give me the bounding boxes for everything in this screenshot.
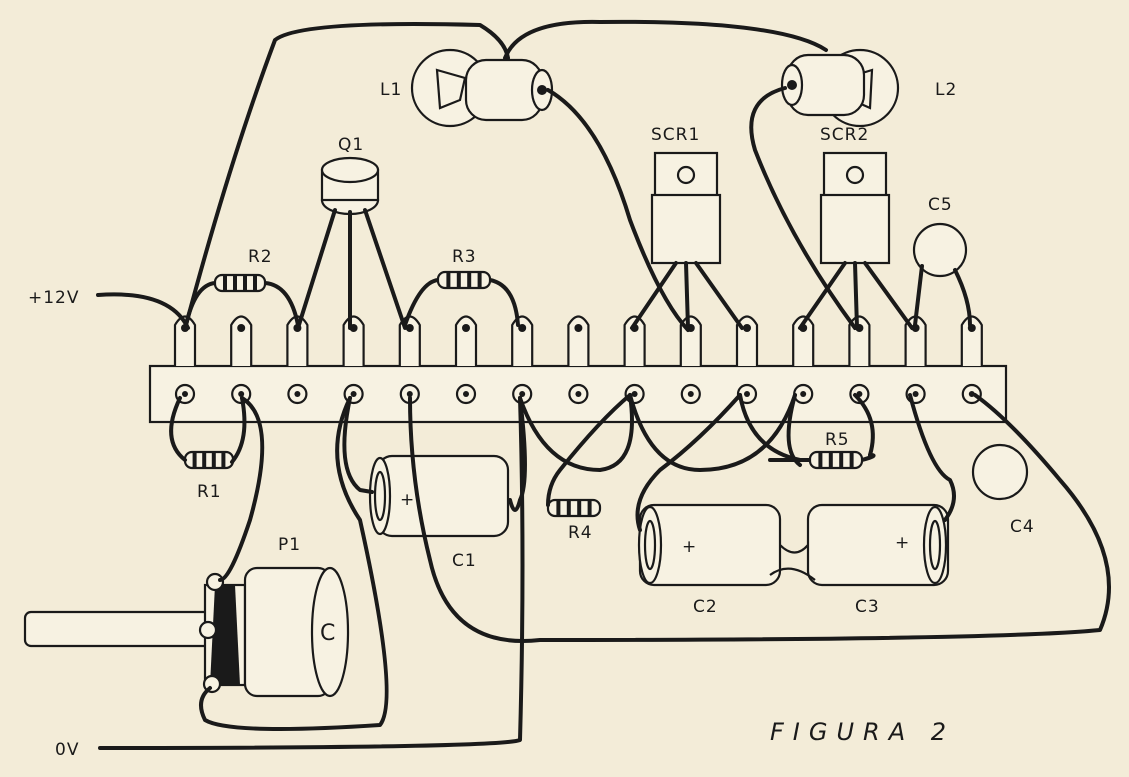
label-r5: R5 (825, 430, 850, 450)
capacitor-c2 (637, 503, 782, 587)
c1-plus-sign: + (400, 490, 415, 510)
terminal-lug (623, 315, 646, 366)
transistor-q1 (320, 156, 380, 216)
terminal-strip (148, 315, 1008, 424)
potentiometer-p1 (23, 566, 350, 698)
strip-hole (343, 383, 364, 405)
terminal-lug (230, 315, 253, 366)
scr2-device (819, 151, 891, 265)
strip-hole-center (912, 391, 919, 397)
lug-hole (574, 324, 583, 332)
strip-hole-center (294, 391, 301, 397)
label-c4: C4 (1010, 517, 1035, 537)
label-r3: R3 (452, 247, 477, 267)
strip-hole (568, 383, 589, 405)
terminal-lug (960, 315, 983, 366)
strip-hole-center (463, 391, 469, 397)
strip-hole-center (238, 391, 245, 397)
strip-hole-center (687, 391, 694, 397)
strip-hole-center (631, 391, 638, 397)
capacitor-c1 (368, 454, 510, 538)
terminal-lug (173, 315, 197, 366)
label-plus12v: +12V (28, 288, 80, 308)
strip-hole (680, 383, 701, 405)
terminal-lug (511, 315, 534, 366)
strip-hole (736, 383, 758, 405)
lug-hole (743, 324, 751, 332)
terminal-lug (567, 315, 590, 366)
strip-hole (624, 383, 645, 405)
lug-hole (518, 324, 527, 332)
strip-hole-center (406, 391, 413, 397)
scr1-device (650, 151, 722, 265)
strip-hole (905, 383, 926, 405)
resistor-r1 (183, 450, 235, 470)
strip-hole (287, 383, 308, 405)
c2-plus-sign: + (682, 537, 697, 557)
resistor-r3 (403, 270, 520, 327)
lug-hole (462, 324, 470, 332)
figure-caption: FIGURA 2 (770, 718, 955, 746)
label-r2: R2 (248, 247, 273, 267)
strip-hole (849, 383, 870, 405)
label-scr1: SCR1 (651, 125, 700, 145)
capacitor-c4 (971, 443, 1029, 501)
capacitor-c5 (912, 222, 972, 327)
pot-shaft (23, 610, 222, 648)
terminal-holes (174, 383, 982, 405)
terminal-lug (792, 315, 815, 366)
label-r4: R4 (568, 523, 593, 543)
label-q1: Q1 (338, 135, 364, 155)
lug-hole (405, 324, 414, 332)
label-c2: C2 (693, 597, 718, 617)
strip-hole-center (182, 391, 188, 397)
label-c5: C5 (928, 195, 953, 215)
pot-marking: C (320, 621, 336, 646)
terminal-lugs (173, 315, 983, 366)
terminal-lug (342, 315, 365, 366)
lamp-l2 (780, 48, 900, 128)
strip-hole (174, 383, 196, 405)
strip-hole (455, 383, 477, 405)
strip-hole-center (519, 391, 526, 397)
label-c3: C3 (855, 597, 880, 617)
label-r1: R1 (197, 482, 222, 502)
c3-plus-sign: + (895, 533, 910, 553)
terminal-lug (454, 315, 478, 366)
wiring (96, 19, 1111, 750)
label-l2: L2 (935, 80, 957, 100)
strip-hole-center (575, 391, 582, 397)
label-0v: 0V (55, 740, 79, 760)
capacitor-c3 (806, 503, 950, 587)
lug-hole (237, 324, 246, 332)
resistor-r4 (546, 498, 602, 518)
strip-hole-center (800, 391, 807, 397)
strip-hole (961, 383, 982, 405)
strip-hole-center (744, 391, 750, 397)
label-p1: P1 (278, 535, 301, 555)
label-c1: C1 (452, 551, 477, 571)
lamp-l1 (410, 48, 554, 128)
label-l1: L1 (380, 80, 402, 100)
strip-hole-center (350, 391, 357, 397)
label-scr2: SCR2 (820, 125, 869, 145)
